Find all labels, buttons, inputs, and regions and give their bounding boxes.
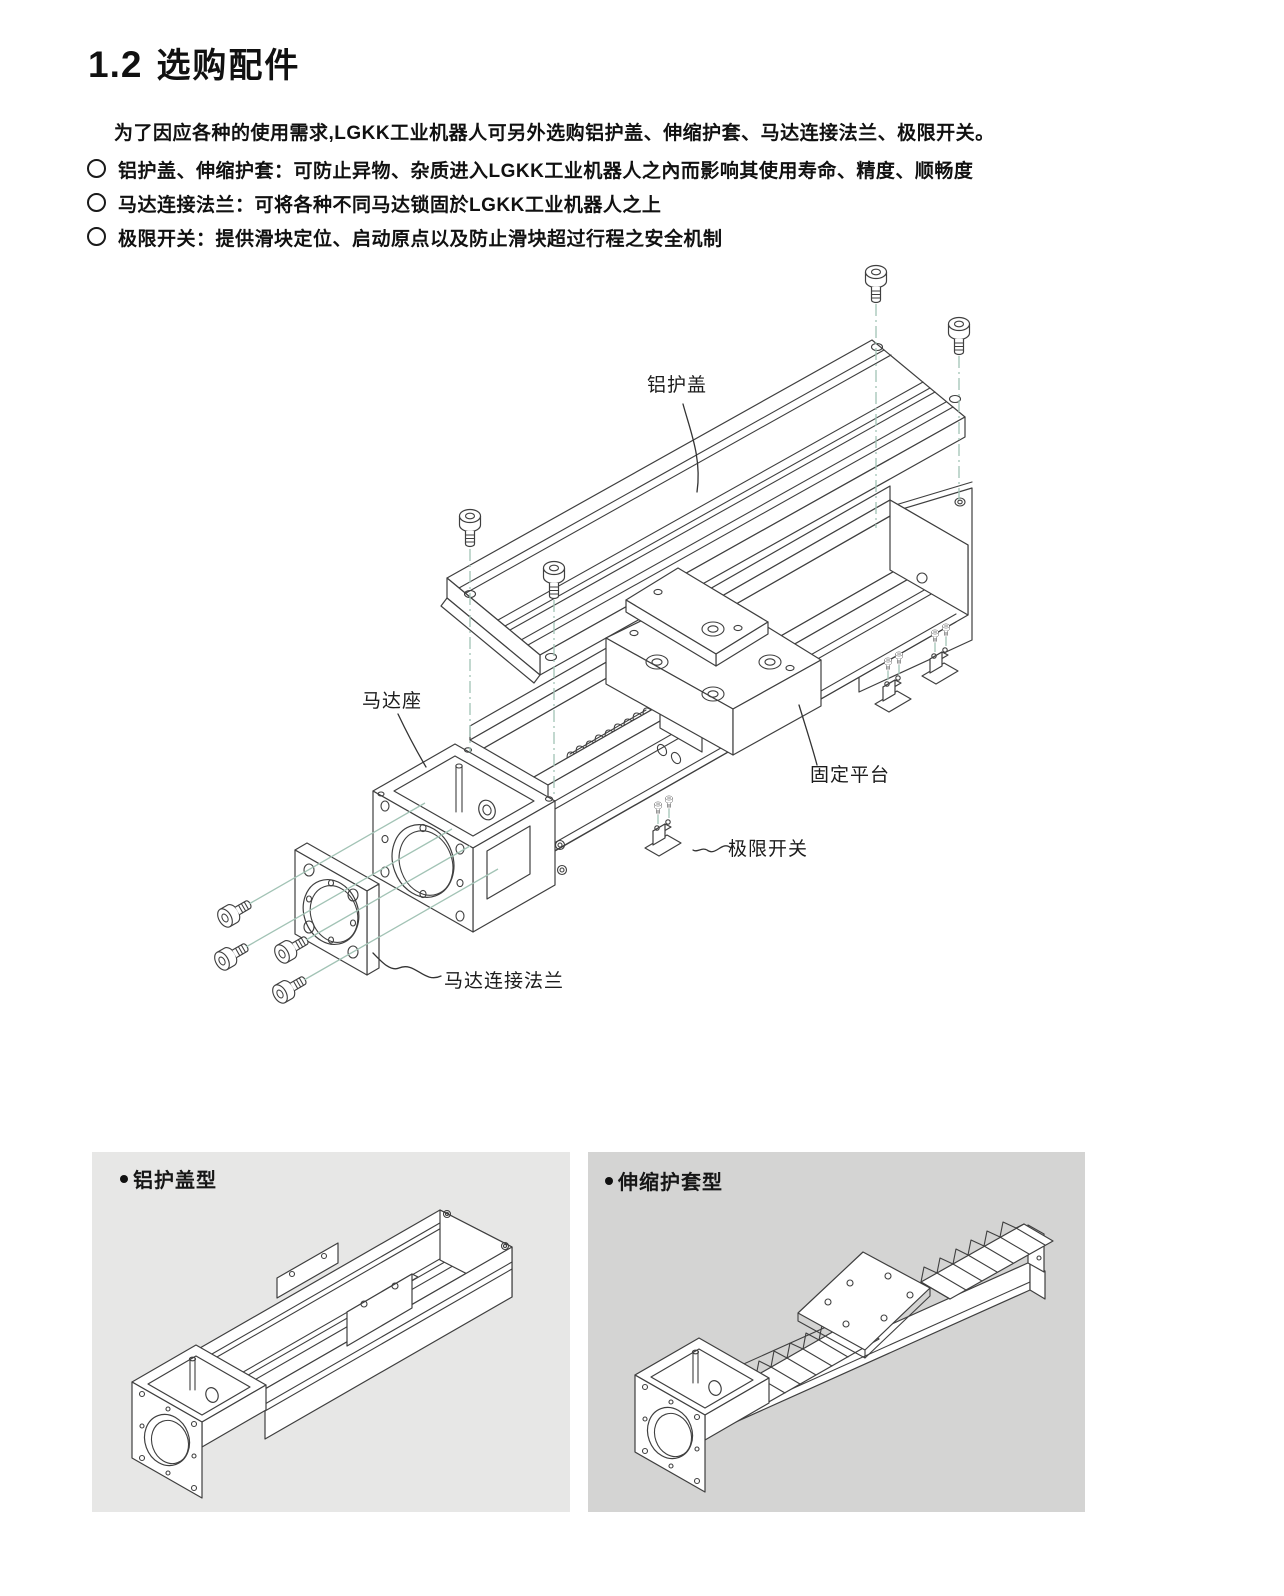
panel-cover-type: 铝护盖型 [92,1152,570,1512]
list-item: 极限开关：提供滑块定位、启动原点以及防止滑块超过行程之安全机制 [87,224,973,250]
section-title: 选购配件 [156,47,301,85]
slider-platform-part [605,567,822,765]
section-number: 1.2 [88,44,143,85]
circle-bullet-icon [87,193,106,212]
bullet-text: 极限开关：提供滑块定位、启动原点以及防止滑块超过行程之安全机制 [118,229,723,250]
label-fixed-platform: 固定平台 [810,765,891,786]
label-motor-flange: 马达连接法兰 [444,971,565,992]
motor-flange-part [294,842,380,976]
panel-label: 铝护盖型 [120,1164,217,1193]
leader-lines [372,403,818,979]
circle-bullet-icon [87,227,106,246]
label-aluminum-cover: 铝护盖 [647,375,708,396]
motor-mount-part [372,743,568,933]
list-item: 马达连接法兰：可将各种不同马达锁固於LGKK工业机器人之上 [87,190,973,216]
exploded-view-diagram: 铝护盖 马达座 固定平台 极限开关 马达连接法兰 [211,264,973,1007]
intro-paragraph: 为了因应各种的使用需求,LGKK工业机器人可另外选购铝护盖、伸缩护套、马达连接法… [114,123,995,144]
bullet-text: 铝护盖、伸缩护套：可防止异物、杂质进入LGKK工业机器人之內而影响其使用寿命、精… [118,161,974,182]
dot-icon [120,1174,128,1183]
bullet-list: 铝护盖、伸缩护套：可防止异物、杂质进入LGKK工业机器人之內而影响其使用寿命、精… [87,156,973,258]
exploded-view-drawing [211,264,973,1007]
centerlines [245,304,960,981]
page-title: 1.2 选购配件 [88,38,300,87]
label-motor-mount: 马达座 [362,691,423,712]
cover-type-drawing [131,1209,513,1499]
panel-label: 伸缩护套型 [605,1166,723,1195]
label-limit-switch: 极限开关 [728,839,809,860]
panel-bellows-type: 伸缩护套型 [588,1152,1085,1512]
circle-bullet-icon [87,159,106,178]
panel-label-text: 铝护盖型 [133,1170,217,1192]
dot-icon [605,1176,613,1185]
bullet-text: 马达连接法兰：可将各种不同马达锁固於LGKK工业机器人之上 [118,195,662,216]
list-item: 铝护盖、伸缩护套：可防止异物、杂质进入LGKK工业机器人之內而影响其使用寿命、精… [87,156,974,182]
panel-label-text: 伸缩护套型 [618,1172,723,1194]
bellows-type-drawing [634,1221,1054,1493]
